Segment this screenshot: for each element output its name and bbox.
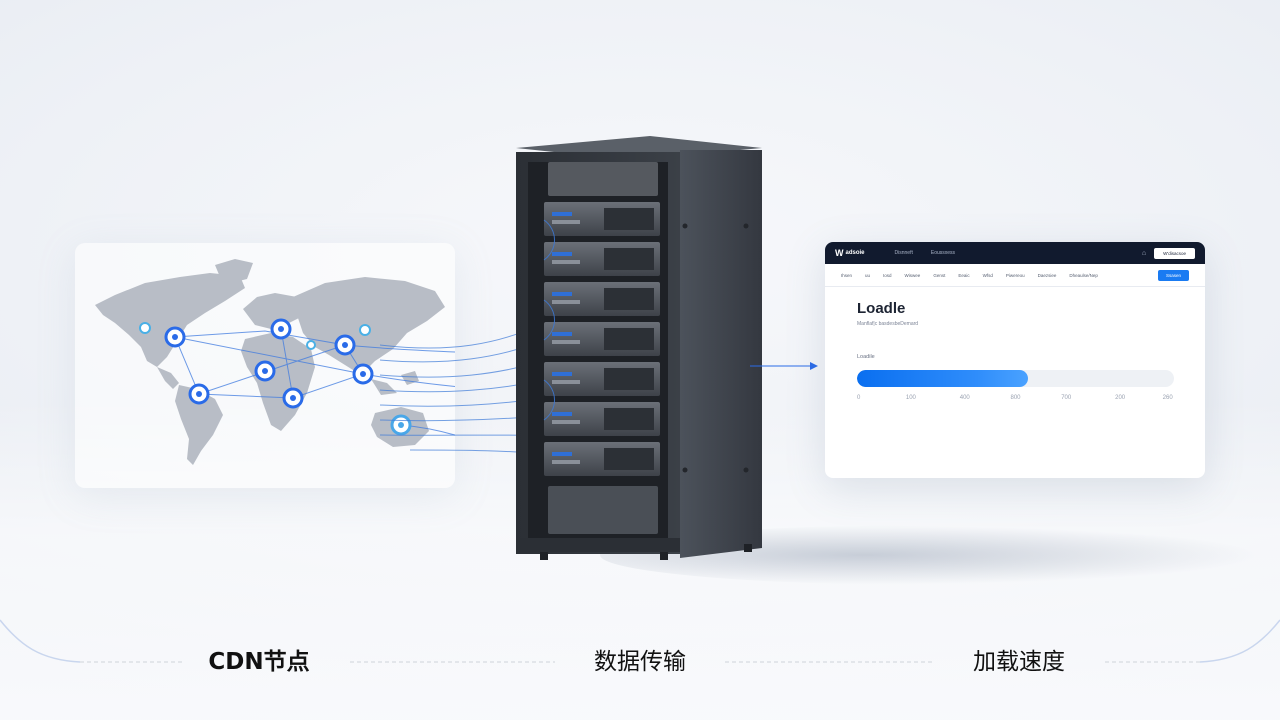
cdn-node-africa-south[interactable]	[282, 387, 304, 409]
dashboard-brand: adsoie	[845, 250, 865, 256]
nav-action-button[interactable]: Ssasen	[1157, 269, 1189, 281]
dashboard-subtitle: Manflaf|c basdesbeDemard	[857, 321, 919, 327]
label-load-speed: 加载速度	[973, 649, 1065, 675]
load-progress-fill	[857, 370, 1029, 387]
dashboard-title: Loadle	[857, 300, 906, 317]
nav-item-2[interactable]: uu	[865, 272, 871, 278]
dashboard-window: W adsoie Disnneft Eoussxess ⌂ W'disacsoe…	[825, 242, 1205, 478]
tick-label: 800	[1010, 395, 1021, 401]
label-cdn-nodes: CDN节点	[208, 649, 310, 675]
tick-label: 100	[905, 395, 916, 401]
progress-ticks: 0 100 400 800 700 200 260	[857, 395, 1174, 405]
cdn-node-sa[interactable]	[188, 383, 210, 405]
world-map	[95, 259, 455, 465]
label-data-transfer: 数据传输	[594, 649, 686, 675]
load-progress-bar	[857, 370, 1174, 387]
dashboard-logo[interactable]: W adsoie	[835, 248, 865, 258]
signin-button[interactable]: W'disacsoe	[1154, 247, 1195, 259]
cdn-node-africa[interactable]	[254, 360, 276, 382]
cdn-node-asia[interactable]	[334, 334, 356, 356]
nav-item-3[interactable]: Iosd	[883, 272, 892, 278]
logo-icon: W	[835, 248, 844, 258]
server-rack	[516, 136, 762, 560]
cdn-node-india[interactable]	[352, 363, 374, 385]
cdn-node-na[interactable]	[164, 326, 186, 348]
tick-label: 200	[1115, 395, 1126, 401]
nav-item-7[interactable]: Wfsd	[982, 272, 993, 278]
cdn-node-minor-3[interactable]	[306, 340, 316, 350]
world-map-panel	[75, 243, 455, 488]
home-icon[interactable]: ⌂	[1141, 249, 1147, 257]
cdn-node-minor-2[interactable]	[359, 324, 371, 336]
nav-item-8[interactable]: Piwereou	[1005, 272, 1025, 278]
nav-item-4[interactable]: Wiswee	[904, 272, 921, 278]
tick-label: 700	[1061, 395, 1072, 401]
top-link-2[interactable]: Eoussxess	[930, 250, 956, 256]
arrow-right-icon	[750, 362, 818, 370]
tick-label: 400	[959, 395, 970, 401]
dashboard-topbar: W adsoie Disnneft Eoussxess ⌂ W'disacsoe	[825, 242, 1205, 264]
nav-item-6[interactable]: Eeaic	[958, 272, 970, 278]
top-link-1[interactable]: Disnneft	[894, 250, 913, 256]
bottom-arc	[0, 619, 1280, 663]
nav-item-9[interactable]: Daezsiee	[1037, 272, 1057, 278]
cdn-nodes	[139, 318, 412, 436]
nav-item-5[interactable]: Genst	[933, 272, 946, 278]
tick-label: 0	[857, 395, 861, 401]
nav-item-1[interactable]: Ihsen	[841, 272, 853, 278]
dashboard-nav: Ihsen uu Iosd Wiswee Genst Eeaic Wfsd Pi…	[825, 264, 1205, 287]
server-units	[544, 202, 660, 476]
cdn-node-minor-1[interactable]	[139, 322, 151, 334]
nav-item-10[interactable]: Dheaulse/Nep	[1069, 272, 1098, 278]
load-label: Loadile	[857, 354, 875, 360]
tick-label: 260	[1162, 395, 1173, 401]
cdn-node-eu[interactable]	[270, 318, 292, 340]
